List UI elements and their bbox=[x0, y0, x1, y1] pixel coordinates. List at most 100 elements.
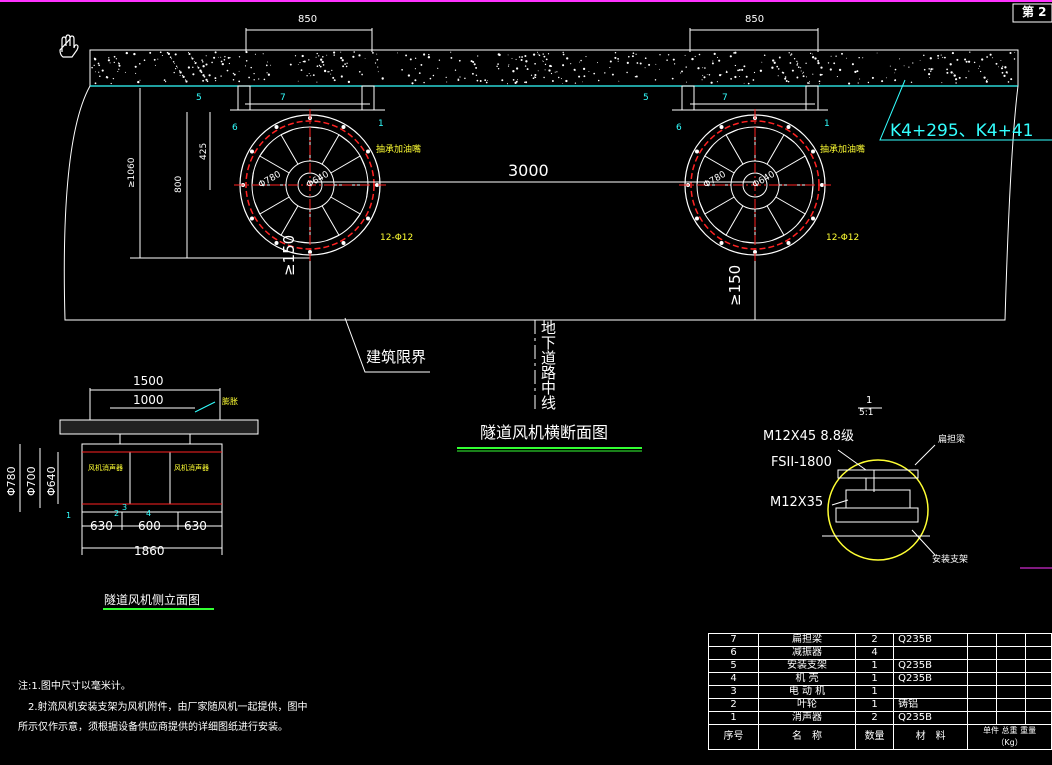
fan-left bbox=[234, 109, 386, 261]
side-callout-top: 膨胀 bbox=[222, 397, 238, 406]
chainage-leader bbox=[879, 79, 1052, 141]
bom-cell: Q235B bbox=[893, 672, 969, 686]
chainage-label: K4+295、K4+41 bbox=[890, 121, 1034, 141]
side-dia-700: Φ700 bbox=[25, 466, 38, 496]
side-part-2: 2 bbox=[114, 509, 120, 518]
side-part-4: 4 bbox=[146, 509, 152, 518]
part-num-7-left: 7 bbox=[280, 93, 286, 103]
dim-top-left: 850 bbox=[298, 14, 318, 25]
clearance-dim-lines bbox=[309, 258, 756, 320]
road-centerline-label: 地下道路中线 bbox=[539, 320, 557, 410]
tunnel-outline bbox=[63, 85, 1019, 321]
part-num-5-left: 5 bbox=[196, 93, 202, 103]
bom-cell bbox=[967, 633, 998, 647]
bom-cell bbox=[996, 646, 1027, 660]
part-num-6-left: 6 bbox=[232, 123, 238, 133]
dim-vertical-left bbox=[130, 88, 310, 259]
side-label-left-inner: 风机消声器 bbox=[88, 464, 123, 472]
bom-cell bbox=[967, 659, 998, 673]
bom-cell bbox=[967, 698, 998, 712]
bom-cell bbox=[1025, 659, 1052, 673]
bom-header-row: 序号名 称数量材 料单件 总重 重量（Kg） bbox=[707, 724, 1052, 750]
bom-cell: 2 bbox=[707, 698, 760, 712]
bom-cell: 扁担梁 bbox=[758, 633, 856, 647]
detail-bolt-upper: M12X45 8.8级 bbox=[763, 429, 855, 444]
dim-top-right: 850 bbox=[745, 14, 765, 25]
note-line-3: 所示仅作示意，须根据设备供应商提供的详细图纸进行安装。 bbox=[18, 722, 288, 733]
bom-header-cell: 数量 bbox=[854, 724, 895, 750]
callout-oil-right: 抽承加油嘴 bbox=[820, 145, 866, 155]
clearance-right: ≥150 bbox=[726, 264, 744, 306]
bom-cell bbox=[996, 711, 1027, 725]
bom-cell: 7 bbox=[707, 633, 760, 647]
side-dim-630-left: 630 bbox=[90, 519, 113, 533]
bom-cell: 1 bbox=[707, 711, 760, 725]
detail-label-beam: 扁担梁 bbox=[938, 435, 966, 445]
dim-top-left-lines bbox=[245, 28, 373, 52]
bom-cell: 1 bbox=[854, 672, 895, 686]
sheet-tab-label[interactable]: 第 2 bbox=[1022, 5, 1047, 19]
bom-cell: 4 bbox=[707, 672, 760, 686]
bom-cell: 叶轮 bbox=[758, 698, 856, 712]
bom-cell: 铸铝 bbox=[893, 698, 969, 712]
side-view-red-lines bbox=[82, 451, 222, 505]
bom-cell: 1 bbox=[854, 685, 895, 699]
concrete-hatch bbox=[91, 51, 1016, 85]
callout-oil-left: 抽承加油嘴 bbox=[376, 145, 422, 155]
clearance-left: ≥150 bbox=[280, 234, 298, 276]
bom-cell: 1 bbox=[854, 698, 895, 712]
side-view-drawing bbox=[19, 388, 259, 555]
bom-cell: 消声器 bbox=[758, 711, 856, 725]
bom-cell bbox=[996, 685, 1027, 699]
dim-top-right-lines bbox=[689, 28, 819, 52]
building-limit-leader bbox=[344, 317, 430, 373]
building-limit-label: 建筑限界 bbox=[366, 348, 427, 366]
part-num-5-right: 5 bbox=[643, 93, 649, 103]
part-num-6-right: 6 bbox=[676, 123, 682, 133]
bom-cell: 6 bbox=[707, 646, 760, 660]
bom-header-cell: 名 称 bbox=[758, 724, 856, 750]
side-dim-1860: 1860 bbox=[134, 544, 165, 558]
bom-cell: 5 bbox=[707, 659, 760, 673]
bom-cell bbox=[967, 711, 998, 725]
pan-hand-icon[interactable] bbox=[59, 34, 79, 58]
side-dim-1500: 1500 bbox=[133, 374, 164, 388]
bom-cell: 4 bbox=[854, 646, 895, 660]
bom-cell: Q235B bbox=[893, 711, 969, 725]
sheet-tab-box bbox=[1012, 3, 1052, 23]
detail-label-bracket: 安装支架 bbox=[932, 555, 969, 565]
concrete-slab bbox=[89, 49, 1019, 87]
bom-cell bbox=[893, 646, 969, 660]
part-num-1-left: 1 bbox=[378, 119, 384, 129]
bolt-spec-right: 12-Φ12 bbox=[826, 233, 860, 243]
detail-scale-num: 1 bbox=[866, 395, 873, 406]
bom-weight-header: 单件 总重 重量（Kg） bbox=[967, 724, 1052, 750]
bom-cell bbox=[1025, 672, 1052, 686]
bom-cell bbox=[1025, 711, 1052, 725]
bom-cell: 减振器 bbox=[758, 646, 856, 660]
side-dim-1000: 1000 bbox=[133, 393, 164, 407]
bom-cell: Q235B bbox=[893, 659, 969, 673]
bom-cell bbox=[996, 698, 1027, 712]
part-num-7-right: 7 bbox=[722, 93, 728, 103]
hanger-beam-right bbox=[672, 85, 828, 111]
side-dim-600: 600 bbox=[138, 519, 161, 533]
bom-cell bbox=[996, 672, 1027, 686]
side-dia-780: Φ780 bbox=[5, 466, 18, 496]
part-num-1-right: 1 bbox=[824, 119, 830, 129]
side-label-right-inner: 风机消声器 bbox=[174, 464, 209, 472]
detail-drawing bbox=[822, 444, 936, 561]
note-line-2: 2.射流风机安装支架为风机附件，由厂家随风机一起提供，图中 bbox=[28, 702, 308, 713]
side-part-1: 1 bbox=[66, 511, 72, 520]
bom-cell: 电 动 机 bbox=[758, 685, 856, 699]
bom-cell bbox=[1025, 633, 1052, 647]
detail-bolt-lower: M12X35 bbox=[770, 495, 824, 510]
bolt-spec-left: 12-Φ12 bbox=[380, 233, 414, 243]
